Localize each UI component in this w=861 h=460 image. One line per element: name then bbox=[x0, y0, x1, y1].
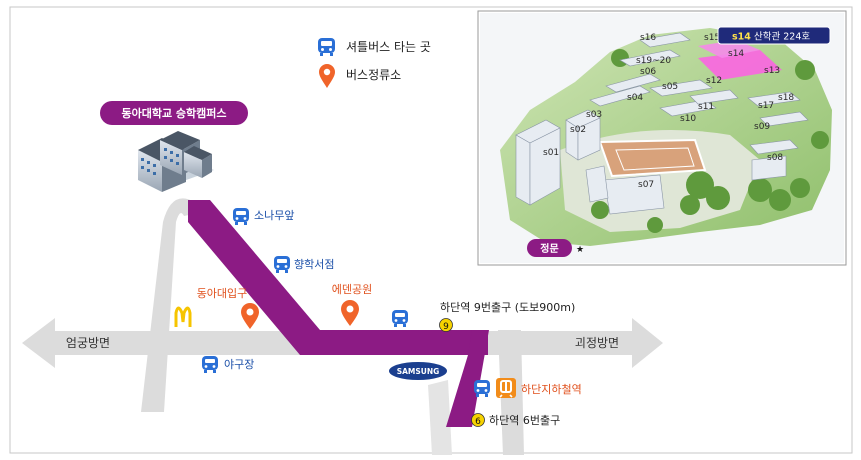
main-route-upper bbox=[188, 200, 488, 355]
shuttle-stop-baseball-icon[interactable] bbox=[202, 356, 218, 373]
main-route-lower bbox=[446, 330, 489, 427]
bus-stop-eden-pin-icon[interactable] bbox=[341, 300, 359, 326]
inset-highlight-s14 bbox=[698, 50, 782, 80]
shuttle-stop-sonamu-icon[interactable] bbox=[233, 208, 249, 225]
inset-trees bbox=[591, 49, 829, 233]
inset-label-s15: s15 bbox=[704, 33, 720, 43]
shuttle-stop-hadan-icon[interactable] bbox=[392, 310, 408, 327]
samsung-logo-icon bbox=[389, 362, 447, 380]
campus-badge-label: 동아대학교 승학캠퍼스 bbox=[121, 106, 226, 120]
shuttle-stop-subway-icon[interactable] bbox=[474, 380, 490, 397]
inset-building-labels: s01 s02 s03 s04 s05 s06 s07 s08 s09 s10 … bbox=[543, 33, 794, 190]
subway-exit6-badge bbox=[471, 413, 485, 427]
shuttle-stop-sonamu-label: 소나무앞 bbox=[254, 209, 294, 222]
subway-station-icon bbox=[496, 378, 516, 398]
shuttle-stop-hyanghak-icon[interactable] bbox=[274, 256, 290, 273]
inset-label-s17: s17 bbox=[758, 101, 774, 111]
legend: 셔틀버스 타는 곳 버스정류소 bbox=[318, 38, 431, 88]
inset-label-s12: s12 bbox=[706, 76, 722, 86]
inset-label-s08: s08 bbox=[767, 153, 783, 163]
shuttle-stop-hyanghak-label: 향학서점 bbox=[294, 258, 334, 271]
subway-exit9-badge bbox=[439, 318, 453, 332]
inset-label-s16: s16 bbox=[640, 33, 656, 43]
mcdonalds-logo-icon bbox=[174, 306, 192, 327]
samsung-logo-text: SAMSUNG bbox=[397, 367, 440, 376]
subway-station-label: 하단지하철역 bbox=[521, 382, 582, 396]
campus-building-icon bbox=[138, 131, 214, 192]
inset-label-s05: s05 bbox=[662, 82, 678, 92]
inset-gate-label: 정문 bbox=[540, 242, 558, 255]
inset-label-s02: s02 bbox=[570, 125, 586, 135]
direction-west-label: 엄궁방면 bbox=[66, 336, 110, 350]
bus-stop-donga-pin-icon[interactable] bbox=[241, 303, 259, 329]
direction-east-label: 괴정방면 bbox=[575, 336, 619, 350]
inset-label-s13: s13 bbox=[764, 66, 780, 76]
inset-buildings bbox=[515, 32, 809, 215]
legend-shuttle-label: 셔틀버스 타는 곳 bbox=[346, 40, 431, 54]
inset-label-s19-20: s19~20 bbox=[636, 56, 671, 66]
inset-label-s18: s18 bbox=[778, 93, 794, 103]
subway-exit9-label: 하단역 9번출구 (도보900m) bbox=[440, 300, 575, 314]
inset-label-s06: s06 bbox=[640, 67, 656, 77]
inset-label-s09: s09 bbox=[754, 122, 770, 132]
shuttle-bus-icon bbox=[318, 38, 335, 56]
west-curve-road bbox=[141, 198, 208, 412]
inset-highlight-badge bbox=[717, 26, 831, 45]
inset-label-s14: s14 bbox=[728, 49, 744, 59]
main-route bbox=[188, 200, 489, 427]
inset-highlight-code: s14 bbox=[732, 32, 751, 43]
bus-stop-eden-label: 에덴공원 bbox=[332, 283, 372, 296]
south-west-road bbox=[428, 380, 452, 455]
subway-exit6-number: 6 bbox=[475, 417, 481, 427]
inset-sports-field bbox=[598, 138, 707, 178]
campus-inset-map: s01 s02 s03 s04 s05 s06 s07 s08 s09 s10 … bbox=[477, 10, 847, 266]
inset-label-s03: s03 bbox=[586, 110, 602, 120]
subway-exit6-label: 하단역 6번출구 bbox=[489, 413, 560, 427]
campus-badge bbox=[100, 101, 248, 125]
subway-exit9-number: 9 bbox=[443, 322, 449, 332]
inset-highlight-name: 산학관 224호 bbox=[754, 32, 810, 43]
bus-stop-donga-label: 동아대입구 bbox=[197, 287, 248, 300]
inset-gate-badge bbox=[527, 239, 572, 257]
bus-stop-pin-icon bbox=[319, 64, 335, 88]
legend-bus-stop-label: 버스정류소 bbox=[346, 68, 401, 82]
inset-label-s07: s07 bbox=[638, 180, 654, 190]
inset-label-s10: s10 bbox=[680, 114, 696, 124]
inset-label-s04: s04 bbox=[627, 93, 643, 103]
inset-label-s01: s01 bbox=[543, 148, 559, 158]
inset-label-s11: s11 bbox=[698, 102, 714, 112]
inset-gate-star-icon: ★ bbox=[576, 245, 584, 255]
shuttle-stop-baseball-label: 야구장 bbox=[224, 358, 254, 371]
